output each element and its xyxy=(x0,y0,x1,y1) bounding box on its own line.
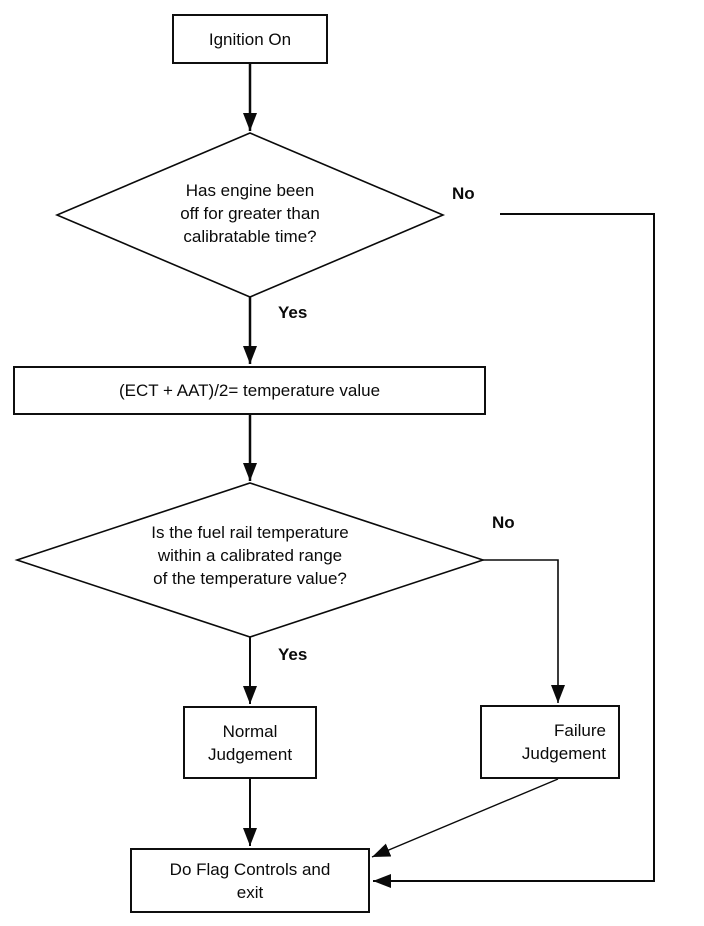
edge-failure-to-doflag xyxy=(371,778,559,858)
edge-label-fuel-rail-yes: Yes xyxy=(278,645,308,664)
edge-label-engine-off-yes: Yes xyxy=(278,303,308,322)
node-do-flag-controls-line2: exit xyxy=(236,882,264,902)
node-temperature-formula: (ECT + AAT)/2= temperature value xyxy=(13,366,486,415)
node-normal-judgement-line1: Normal xyxy=(222,721,278,741)
fuel-rail-decision-line2: within a calibrated range xyxy=(157,546,343,565)
engine-off-decision-line2: off for greater than xyxy=(180,204,320,223)
fuel-rail-decision-line1: Is the fuel rail temperature xyxy=(151,523,349,542)
node-do-flag-controls: Do Flag Controls and exit xyxy=(130,848,370,913)
node-failure-judgement-line1: Failure xyxy=(554,721,606,740)
edge-label-engine-off-no: No xyxy=(452,184,475,203)
node-normal-judgement: Normal Judgement xyxy=(183,706,317,779)
fuel-rail-decision-line3: of the temperature value? xyxy=(153,569,347,588)
engine-off-decision-line1: Has engine been xyxy=(185,181,315,200)
node-fuel-rail-decision-text: Is the fuel rail temperature within a ca… xyxy=(55,521,445,590)
node-ignition-on: Ignition On xyxy=(172,14,328,64)
node-ignition-on-label: Ignition On xyxy=(208,29,292,49)
node-engine-off-decision-text: Has engine been off for greater than cal… xyxy=(100,179,400,248)
node-normal-judgement-line2: Judgement xyxy=(207,744,293,764)
edge-label-fuel-rail-no: No xyxy=(492,513,515,532)
engine-off-decision-line3: calibratable time? xyxy=(183,227,317,246)
node-do-flag-controls-line1: Do Flag Controls and xyxy=(169,859,331,879)
edge-engine-off-no xyxy=(373,213,655,888)
node-failure-judgement: Failure Judgement xyxy=(480,705,620,779)
edge-fuel-rail-no xyxy=(483,559,565,703)
node-temperature-formula-label: (ECT + AAT)/2= temperature value xyxy=(118,381,381,400)
node-failure-judgement-line2: Judgement xyxy=(521,744,606,763)
